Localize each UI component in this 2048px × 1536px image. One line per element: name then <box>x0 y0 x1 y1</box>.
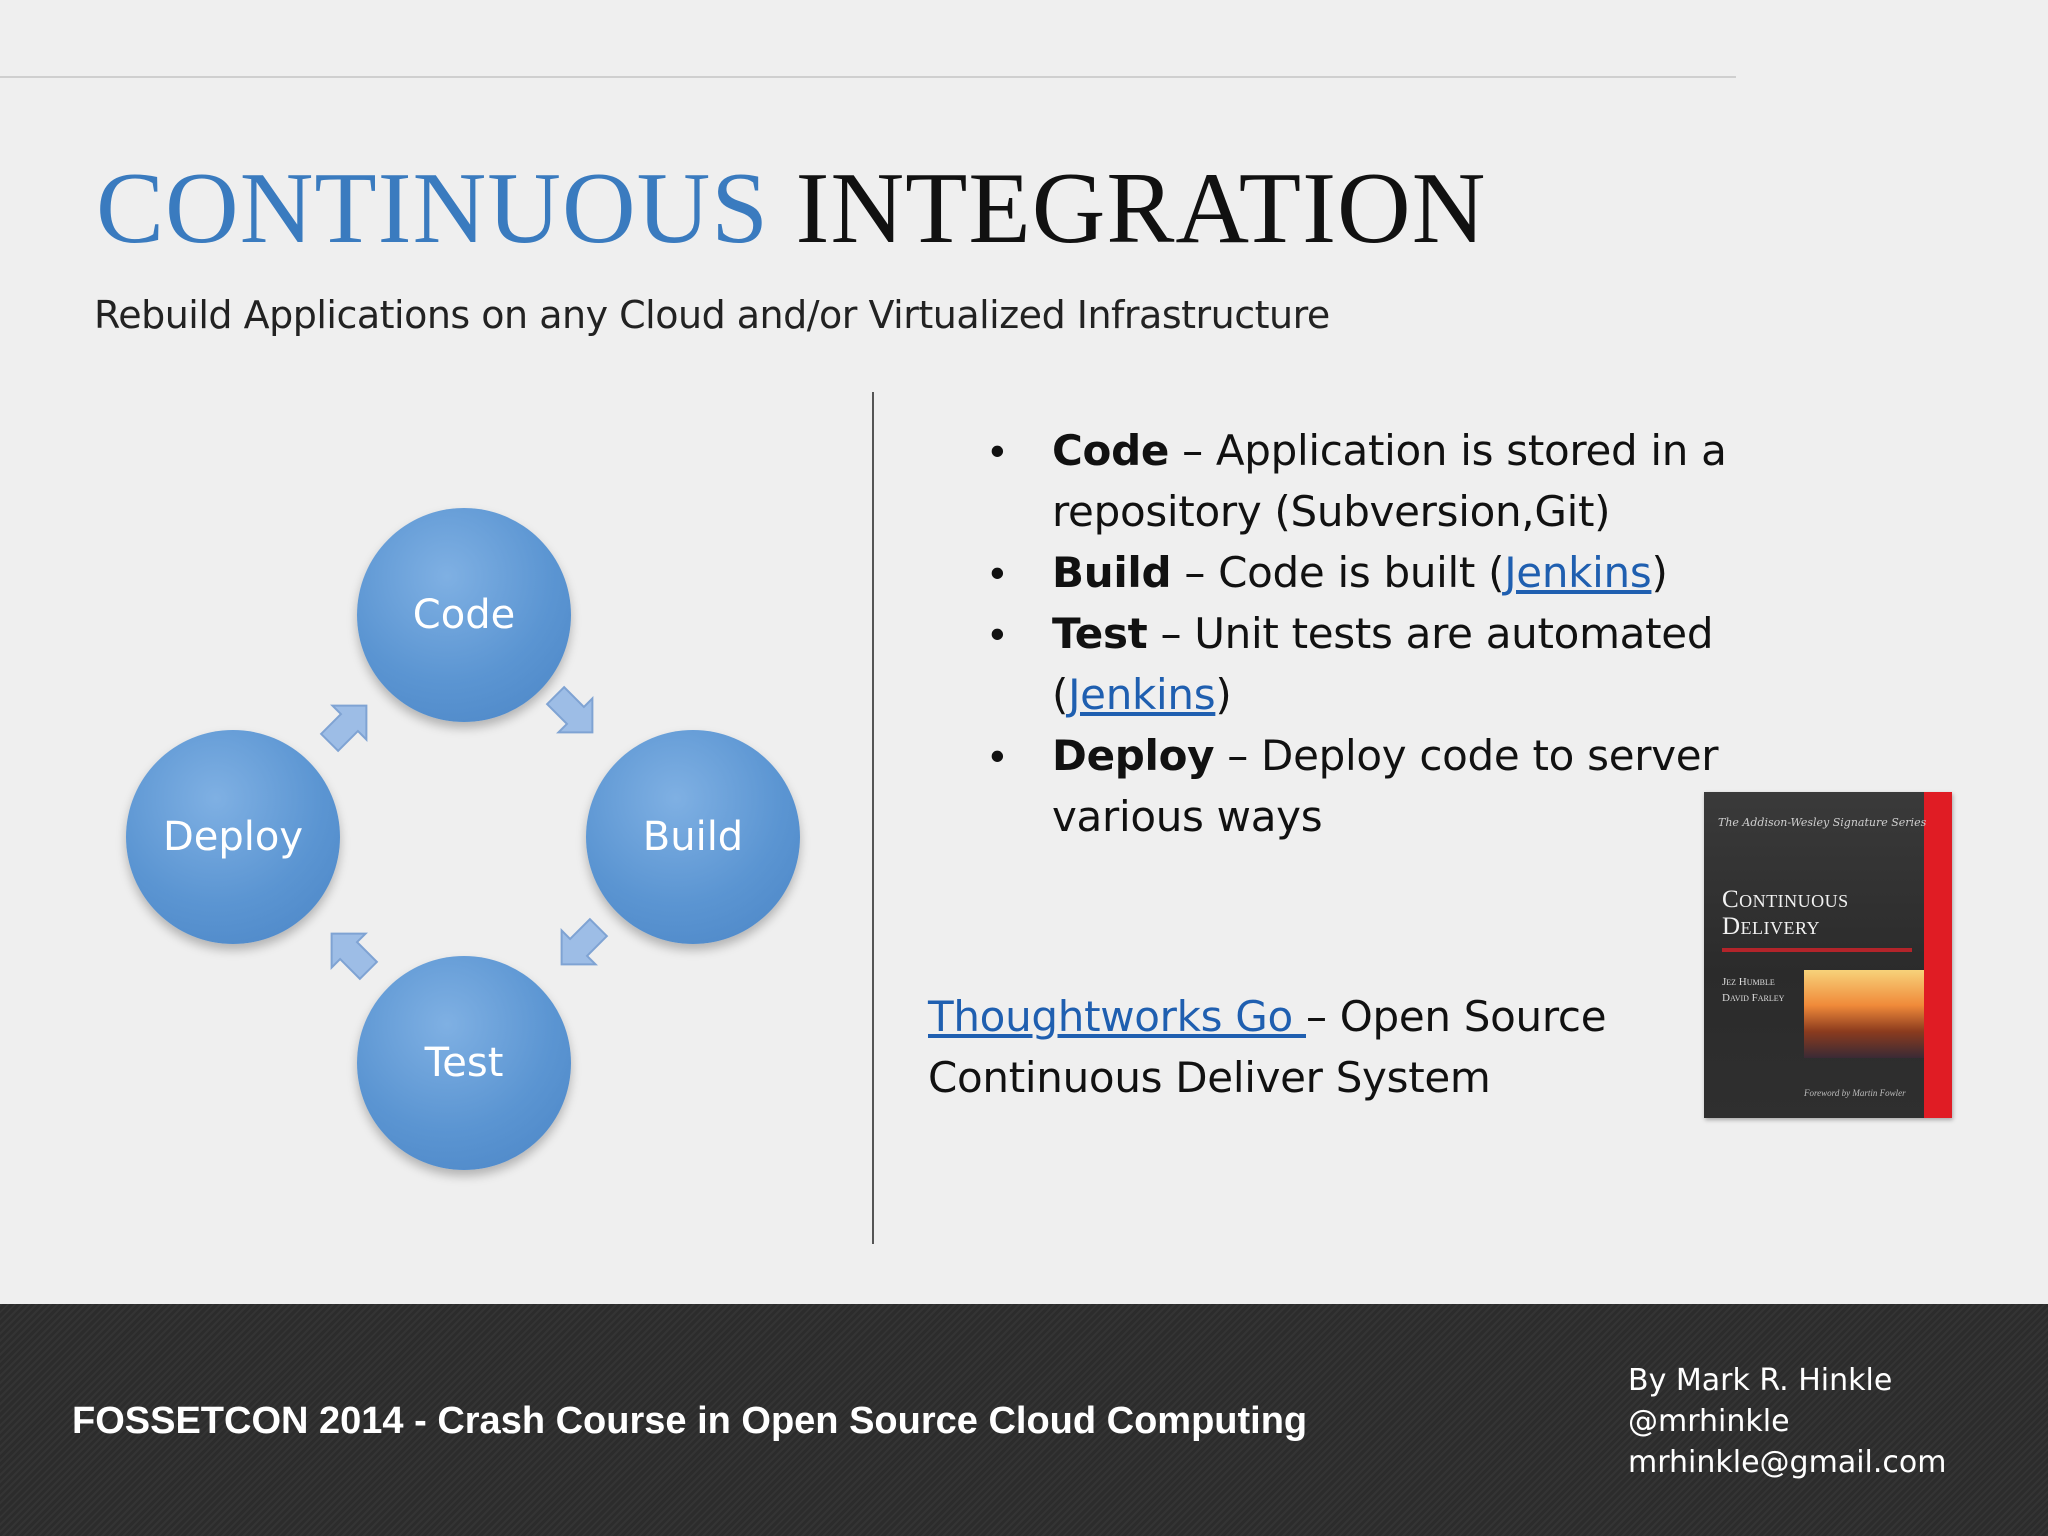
description: – Code is built ( <box>1171 548 1505 597</box>
list-item: • Build – Code is built (Jenkins) <box>980 542 1740 603</box>
description: – Deploy code to server various ways <box>1052 731 1719 841</box>
slide-subtitle: Rebuild Applications on any Cloud and/or… <box>94 293 1330 337</box>
description: – Unit tests are automated ( <box>1052 609 1714 719</box>
arrow-up-right-icon <box>319 704 368 753</box>
author-name: By Mark R. Hinkle <box>1628 1363 1893 1398</box>
title-part-continuous: CONTINUOUS <box>96 152 769 265</box>
list-item: • Test – Unit tests are automated (Jenki… <box>980 603 1740 725</box>
list-item: • Code – Application is stored in a repo… <box>980 420 1740 542</box>
book-author: David Farley <box>1722 992 1785 1004</box>
arrow-down-right-icon <box>545 685 594 734</box>
cycle-arrow-build-to-test <box>548 914 612 978</box>
term-test: Test <box>1052 609 1148 658</box>
book-author: Jez Humble <box>1722 976 1775 988</box>
book-title-line2: Delivery <box>1722 913 1821 940</box>
title-part-integration: INTEGRATION <box>795 152 1487 265</box>
cycle-node-code: Code <box>357 508 571 722</box>
book-title-underline <box>1722 948 1912 952</box>
term-build: Build <box>1052 548 1172 597</box>
author-email: mrhinkle@gmail.com <box>1628 1445 1947 1480</box>
term-deploy: Deploy <box>1052 731 1215 780</box>
ci-cycle-diagram: Code Build Test Deploy <box>110 500 830 1200</box>
book-foreword: Foreword by Martin Fowler <box>1804 1088 1906 1098</box>
list-item-text: Deploy – Deploy code to server various w… <box>1052 731 1719 841</box>
cycle-arrow-deploy-to-code <box>316 692 380 756</box>
bullet-icon: • <box>990 732 1005 779</box>
book-authors: Jez Humble David Farley <box>1722 974 1812 1006</box>
author-handle: @mrhinkle <box>1628 1404 1790 1439</box>
slide-title: CONTINUOUS INTEGRATION <box>96 158 1486 260</box>
arrow-down-left-icon <box>560 917 609 966</box>
thoughtworks-go-link[interactable]: Thoughtworks Go <box>928 992 1306 1041</box>
jenkins-link[interactable]: Jenkins <box>1068 670 1216 719</box>
cycle-node-build: Build <box>586 730 800 944</box>
continuous-delivery-book-cover: The Addison-Wesley Signature Series Cont… <box>1704 792 1952 1118</box>
description: – Application is stored in a repository … <box>1052 426 1727 536</box>
go-note-text: – Open Source Continuous Deliver System <box>928 992 1607 1102</box>
ci-steps-list: • Code – Application is stored in a repo… <box>980 420 1740 847</box>
book-title: Continuous Delivery <box>1722 886 1922 940</box>
footer-credits: By Mark R. Hinkle @mrhinkle mrhinkle@gma… <box>1628 1360 1947 1483</box>
cycle-node-test: Test <box>357 956 571 1170</box>
bullet-icon: • <box>990 610 1005 657</box>
description-suffix: ) <box>1651 548 1668 597</box>
jenkins-link[interactable]: Jenkins <box>1504 548 1652 597</box>
bullet-icon: • <box>990 427 1005 474</box>
book-title-line1: Continuous <box>1722 886 1849 913</box>
arrow-up-left-icon <box>330 932 379 981</box>
list-item: • Deploy – Deploy code to server various… <box>980 725 1740 847</box>
footer: FOSSETCON 2014 - Crash Course in Open So… <box>0 1304 2048 1536</box>
bullet-icon: • <box>990 549 1005 596</box>
list-item-text: Test – Unit tests are automated (Jenkins… <box>1052 609 1713 719</box>
cycle-node-deploy: Deploy <box>126 730 340 944</box>
book-cover-photo <box>1804 970 1924 1058</box>
book-series: The Addison-Wesley Signature Series <box>1718 816 1927 829</box>
list-item-text: Build – Code is built (Jenkins) <box>1052 548 1668 597</box>
description-suffix: ) <box>1215 670 1232 719</box>
cycle-arrow-test-to-deploy <box>318 920 382 984</box>
footer-title: FOSSETCON 2014 - Crash Course in Open So… <box>72 1400 1308 1442</box>
top-divider-line <box>0 76 1736 78</box>
list-item-text: Code – Application is stored in a reposi… <box>1052 426 1727 536</box>
term-code: Code <box>1052 426 1170 475</box>
book-spine <box>1924 792 1952 1118</box>
thoughtworks-go-note: Thoughtworks Go – Open Source Continuous… <box>928 986 1708 1108</box>
cycle-arrow-code-to-build <box>542 682 606 746</box>
vertical-divider <box>872 392 874 1244</box>
